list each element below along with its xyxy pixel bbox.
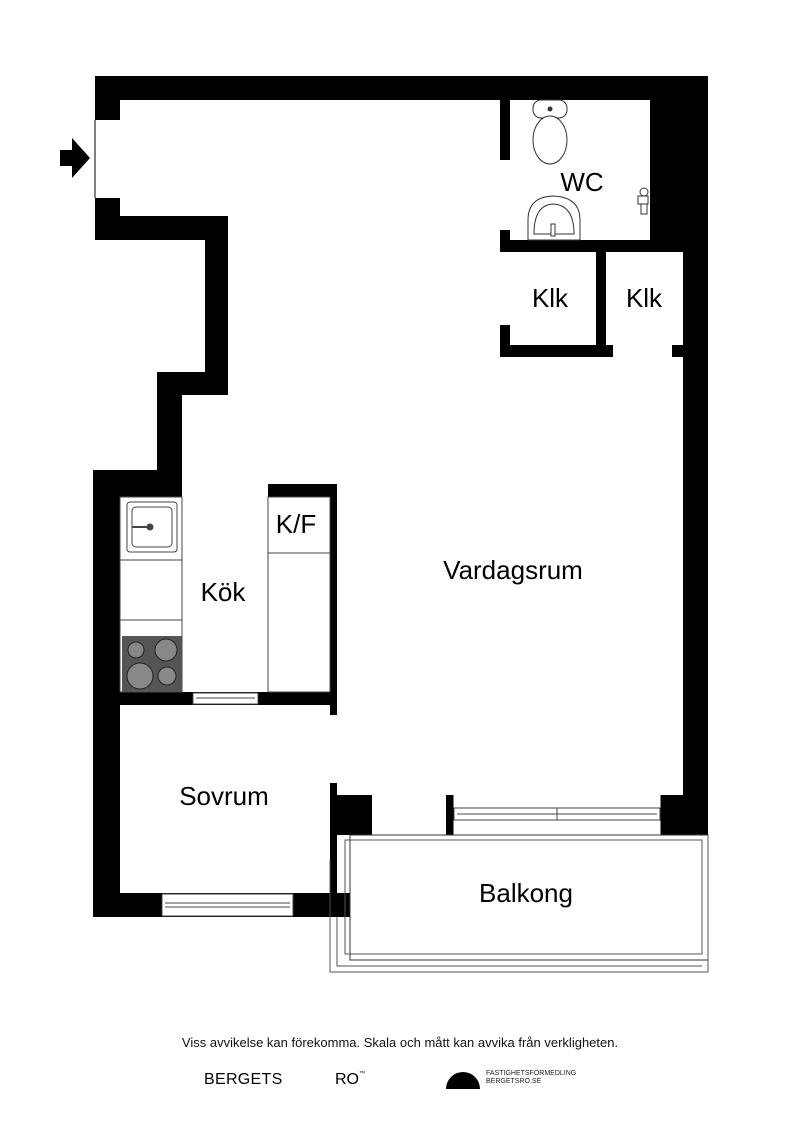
balcony-railing <box>329 834 709 973</box>
walls <box>93 76 708 917</box>
logo-bergets: BERGETS <box>204 1071 283 1088</box>
room-label-wc: WC <box>560 167 603 197</box>
kitchen-counter <box>119 496 331 693</box>
room-label-sovrum: Sovrum <box>179 781 269 811</box>
windows <box>161 692 661 917</box>
sink-icon <box>126 501 178 553</box>
toilet-icon <box>532 99 568 165</box>
logo-agency-line1: FASTIGHETSFÖRMEDLING <box>486 1070 577 1077</box>
room-label-balkong: Balkong <box>479 878 573 908</box>
room-label-klk: Klk <box>532 283 569 313</box>
room-label-vardagsrum: Vardagsrum <box>443 555 583 585</box>
room-label-kf: K/F <box>276 509 316 539</box>
logo-dome-icon <box>446 1072 480 1089</box>
logo-ro-mark: ™ <box>359 1071 365 1077</box>
faucet-icon <box>637 187 649 215</box>
logo-agency-line2: BERGETSRO.SE <box>486 1078 542 1085</box>
stove-icon <box>122 636 182 692</box>
room-label-kok: Kök <box>201 577 247 607</box>
disclaimer-text: Viss avvikelse kan förekomma. Skala och … <box>181 1035 619 1050</box>
washbasin-icon <box>527 195 581 241</box>
logo-ro-text: RO <box>335 1071 359 1088</box>
room-label-klk: Klk <box>626 283 663 313</box>
entrance-arrow-icon <box>60 138 90 178</box>
logo-agency-text: FASTIGHETSFÖRMEDLING BERGETSRO.SE <box>486 1070 576 1086</box>
logo-ro: RO™ <box>335 1071 365 1089</box>
